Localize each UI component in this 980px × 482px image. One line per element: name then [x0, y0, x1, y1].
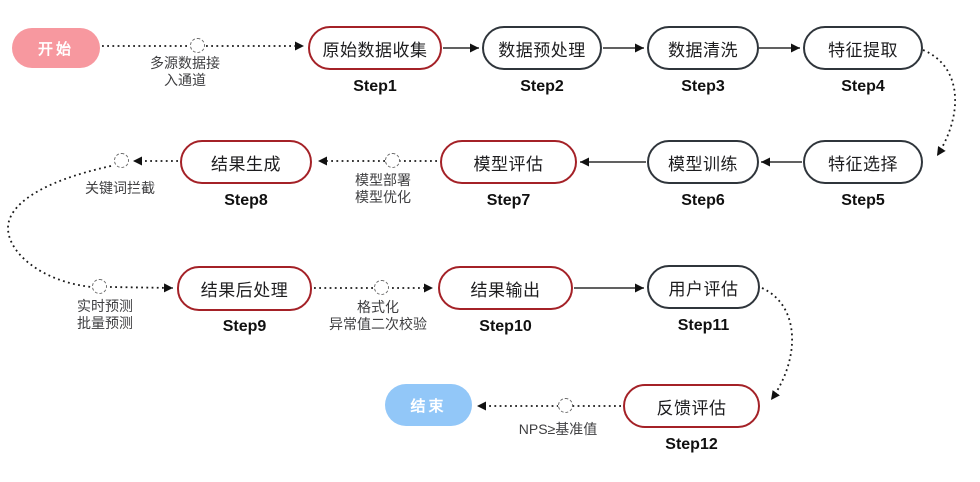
gate-1-circle[interactable]: [190, 38, 205, 53]
step3-node[interactable]: 数据清洗: [647, 26, 759, 70]
step1-title: 原始数据收集: [322, 40, 428, 60]
step5-title: 特征选择: [828, 154, 898, 174]
gate-2-circle[interactable]: [385, 153, 400, 168]
step3-title: 数据清洗: [668, 40, 738, 60]
step6-number: Step6: [681, 192, 725, 209]
gate-2-label: 模型部署 模型优化: [355, 172, 411, 205]
step4-title: 特征提取: [828, 40, 898, 60]
connector-step11-step12: [761, 287, 793, 401]
start-node[interactable]: 开始: [12, 28, 100, 68]
connector-left-loop: [7, 165, 112, 288]
step10-number: Step10: [479, 318, 532, 335]
step4-number: Step4: [841, 78, 885, 95]
gate-3-circle[interactable]: [114, 153, 129, 168]
start-label: 开始: [37, 40, 74, 58]
end-label: 结束: [410, 397, 447, 415]
step10-title: 结果输出: [470, 280, 541, 300]
step8-number: Step8: [224, 192, 268, 209]
step12-node[interactable]: 反馈评估: [623, 384, 760, 428]
step9-number: Step9: [222, 318, 267, 335]
gate-4-circle[interactable]: [92, 279, 107, 294]
step3-number: Step3: [681, 78, 725, 95]
step1-number: Step1: [353, 78, 397, 95]
connector-step4-step5: [922, 49, 956, 157]
step7-title: 模型评估: [473, 154, 544, 174]
gate-5-circle[interactable]: [374, 280, 389, 295]
step2-node[interactable]: 数据预处理: [482, 26, 602, 70]
gate-4-label: 实时预测 批量预测: [77, 298, 133, 331]
step6-node[interactable]: 模型训练: [647, 140, 759, 184]
gate-6-label: NPS≥基准值: [518, 421, 598, 437]
step11-node[interactable]: 用户评估: [647, 265, 760, 309]
step12-number: Step12: [665, 436, 718, 453]
connector-gate-step9: [109, 283, 174, 293]
step9-title: 结果后处理: [200, 281, 289, 300]
step7-number: Step7: [486, 192, 531, 209]
step11-title: 用户评估: [668, 279, 739, 299]
step5-number: Step5: [841, 192, 885, 209]
gate-6-circle[interactable]: [558, 398, 573, 413]
step6-title: 模型训练: [668, 154, 738, 174]
end-node[interactable]: 结束: [385, 384, 472, 426]
gate-3-label: 关键词拦截: [85, 180, 155, 196]
step9-node[interactable]: 结果后处理: [177, 266, 312, 311]
step1-node[interactable]: 原始数据收集: [308, 26, 442, 70]
step8-node[interactable]: 结果生成: [180, 140, 312, 184]
step12-title: 反馈评估: [656, 398, 727, 418]
step8-title: 结果生成: [211, 154, 281, 174]
step2-title: 数据预处理: [498, 40, 586, 60]
gate-5-label: 格式化 异常值二次校验: [329, 299, 427, 332]
step11-number: Step11: [677, 317, 730, 334]
step4-node[interactable]: 特征提取: [803, 26, 923, 70]
step7-node[interactable]: 模型评估: [440, 140, 577, 184]
gate-1-label: 多源数据接 入通道: [150, 55, 220, 88]
step5-node[interactable]: 特征选择: [803, 140, 923, 184]
step10-node[interactable]: 结果输出: [438, 266, 573, 310]
step2-number: Step2: [520, 78, 564, 95]
